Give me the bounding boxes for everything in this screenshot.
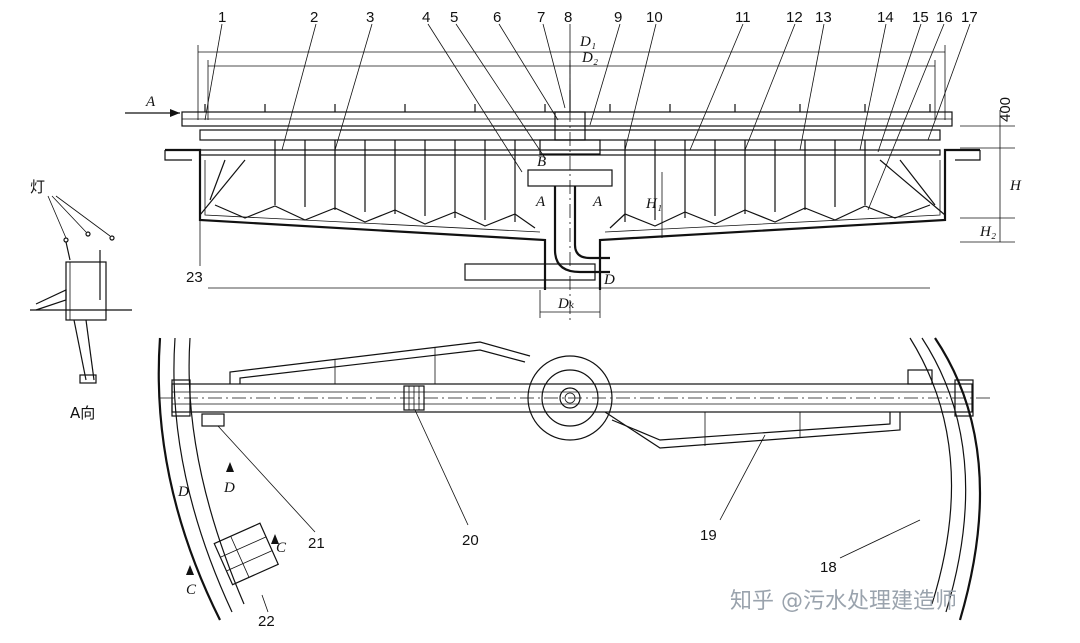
dim-d2-label: D₂	[581, 50, 598, 66]
dim-h2-label: H₂	[979, 224, 996, 240]
dim-h1-label: H₁	[645, 196, 662, 212]
dim-dk-label: Dₖ	[557, 296, 575, 312]
part-2-label: 2	[310, 9, 318, 26]
part-17-label: 17	[961, 9, 978, 26]
part-12-label: 12	[786, 9, 803, 26]
part-19-label: 19	[700, 527, 717, 544]
section-a-left-label: A	[535, 194, 546, 210]
watermark-text: 知乎 @污水处理建造师	[730, 589, 957, 614]
part-9-label: 9	[614, 9, 622, 26]
part-11-label: 11	[735, 9, 751, 26]
plan-view	[157, 337, 990, 621]
part-16-label: 16	[936, 9, 953, 26]
dim-d-label: D	[603, 272, 615, 288]
part-21-label: 21	[308, 535, 325, 552]
part-3-label: 3	[366, 9, 374, 26]
part-22-label: 22	[258, 613, 275, 630]
part-labels-bottom: 18 19 20 21 22 D D C C	[177, 480, 837, 630]
scraper-uprights	[274, 140, 866, 222]
lamp-label: 灯	[30, 178, 45, 196]
part-labels-top: 1 2 3 4 5 6 7 8 9 10 11 12 13 14 15 16 1…	[186, 9, 978, 286]
dimension-labels: D₁ D₂ D Dₖ H H₁ H₂ 400 A A A B	[145, 34, 1022, 312]
part-20-label: 20	[462, 532, 479, 549]
leader-lines-top	[199, 23, 971, 266]
handrail-posts	[204, 104, 931, 112]
section-b-label: B	[537, 154, 546, 170]
part-15-label: 15	[912, 9, 929, 26]
section-a-arrow-label: A	[145, 94, 156, 110]
view-a-caption: A向	[70, 404, 95, 422]
part-6-label: 6	[493, 9, 501, 26]
part-10-label: 10	[646, 9, 663, 26]
part-7-label: 7	[537, 9, 545, 26]
section-c-left-label: C	[186, 582, 197, 598]
part-4-label: 4	[422, 9, 430, 26]
part-14-label: 14	[877, 9, 894, 26]
view-a-detail: 灯 A向	[30, 178, 132, 422]
elevation-view	[125, 23, 1015, 320]
part-8-label: 8	[564, 9, 572, 26]
section-a-right-label: A	[592, 194, 603, 210]
dim-h-label: H	[1009, 178, 1022, 194]
part-13-label: 13	[815, 9, 832, 26]
dim-400-label: 400	[997, 97, 1014, 122]
dim-d1-label: D₁	[579, 34, 596, 50]
part-18-label: 18	[820, 559, 837, 576]
part-23-label: 23	[186, 269, 203, 286]
section-c-right-label: C	[276, 540, 287, 556]
section-d-right-label: D	[223, 480, 235, 496]
section-d-left-label: D	[177, 484, 189, 500]
part-1-label: 1	[218, 9, 226, 26]
part-5-label: 5	[450, 9, 458, 26]
